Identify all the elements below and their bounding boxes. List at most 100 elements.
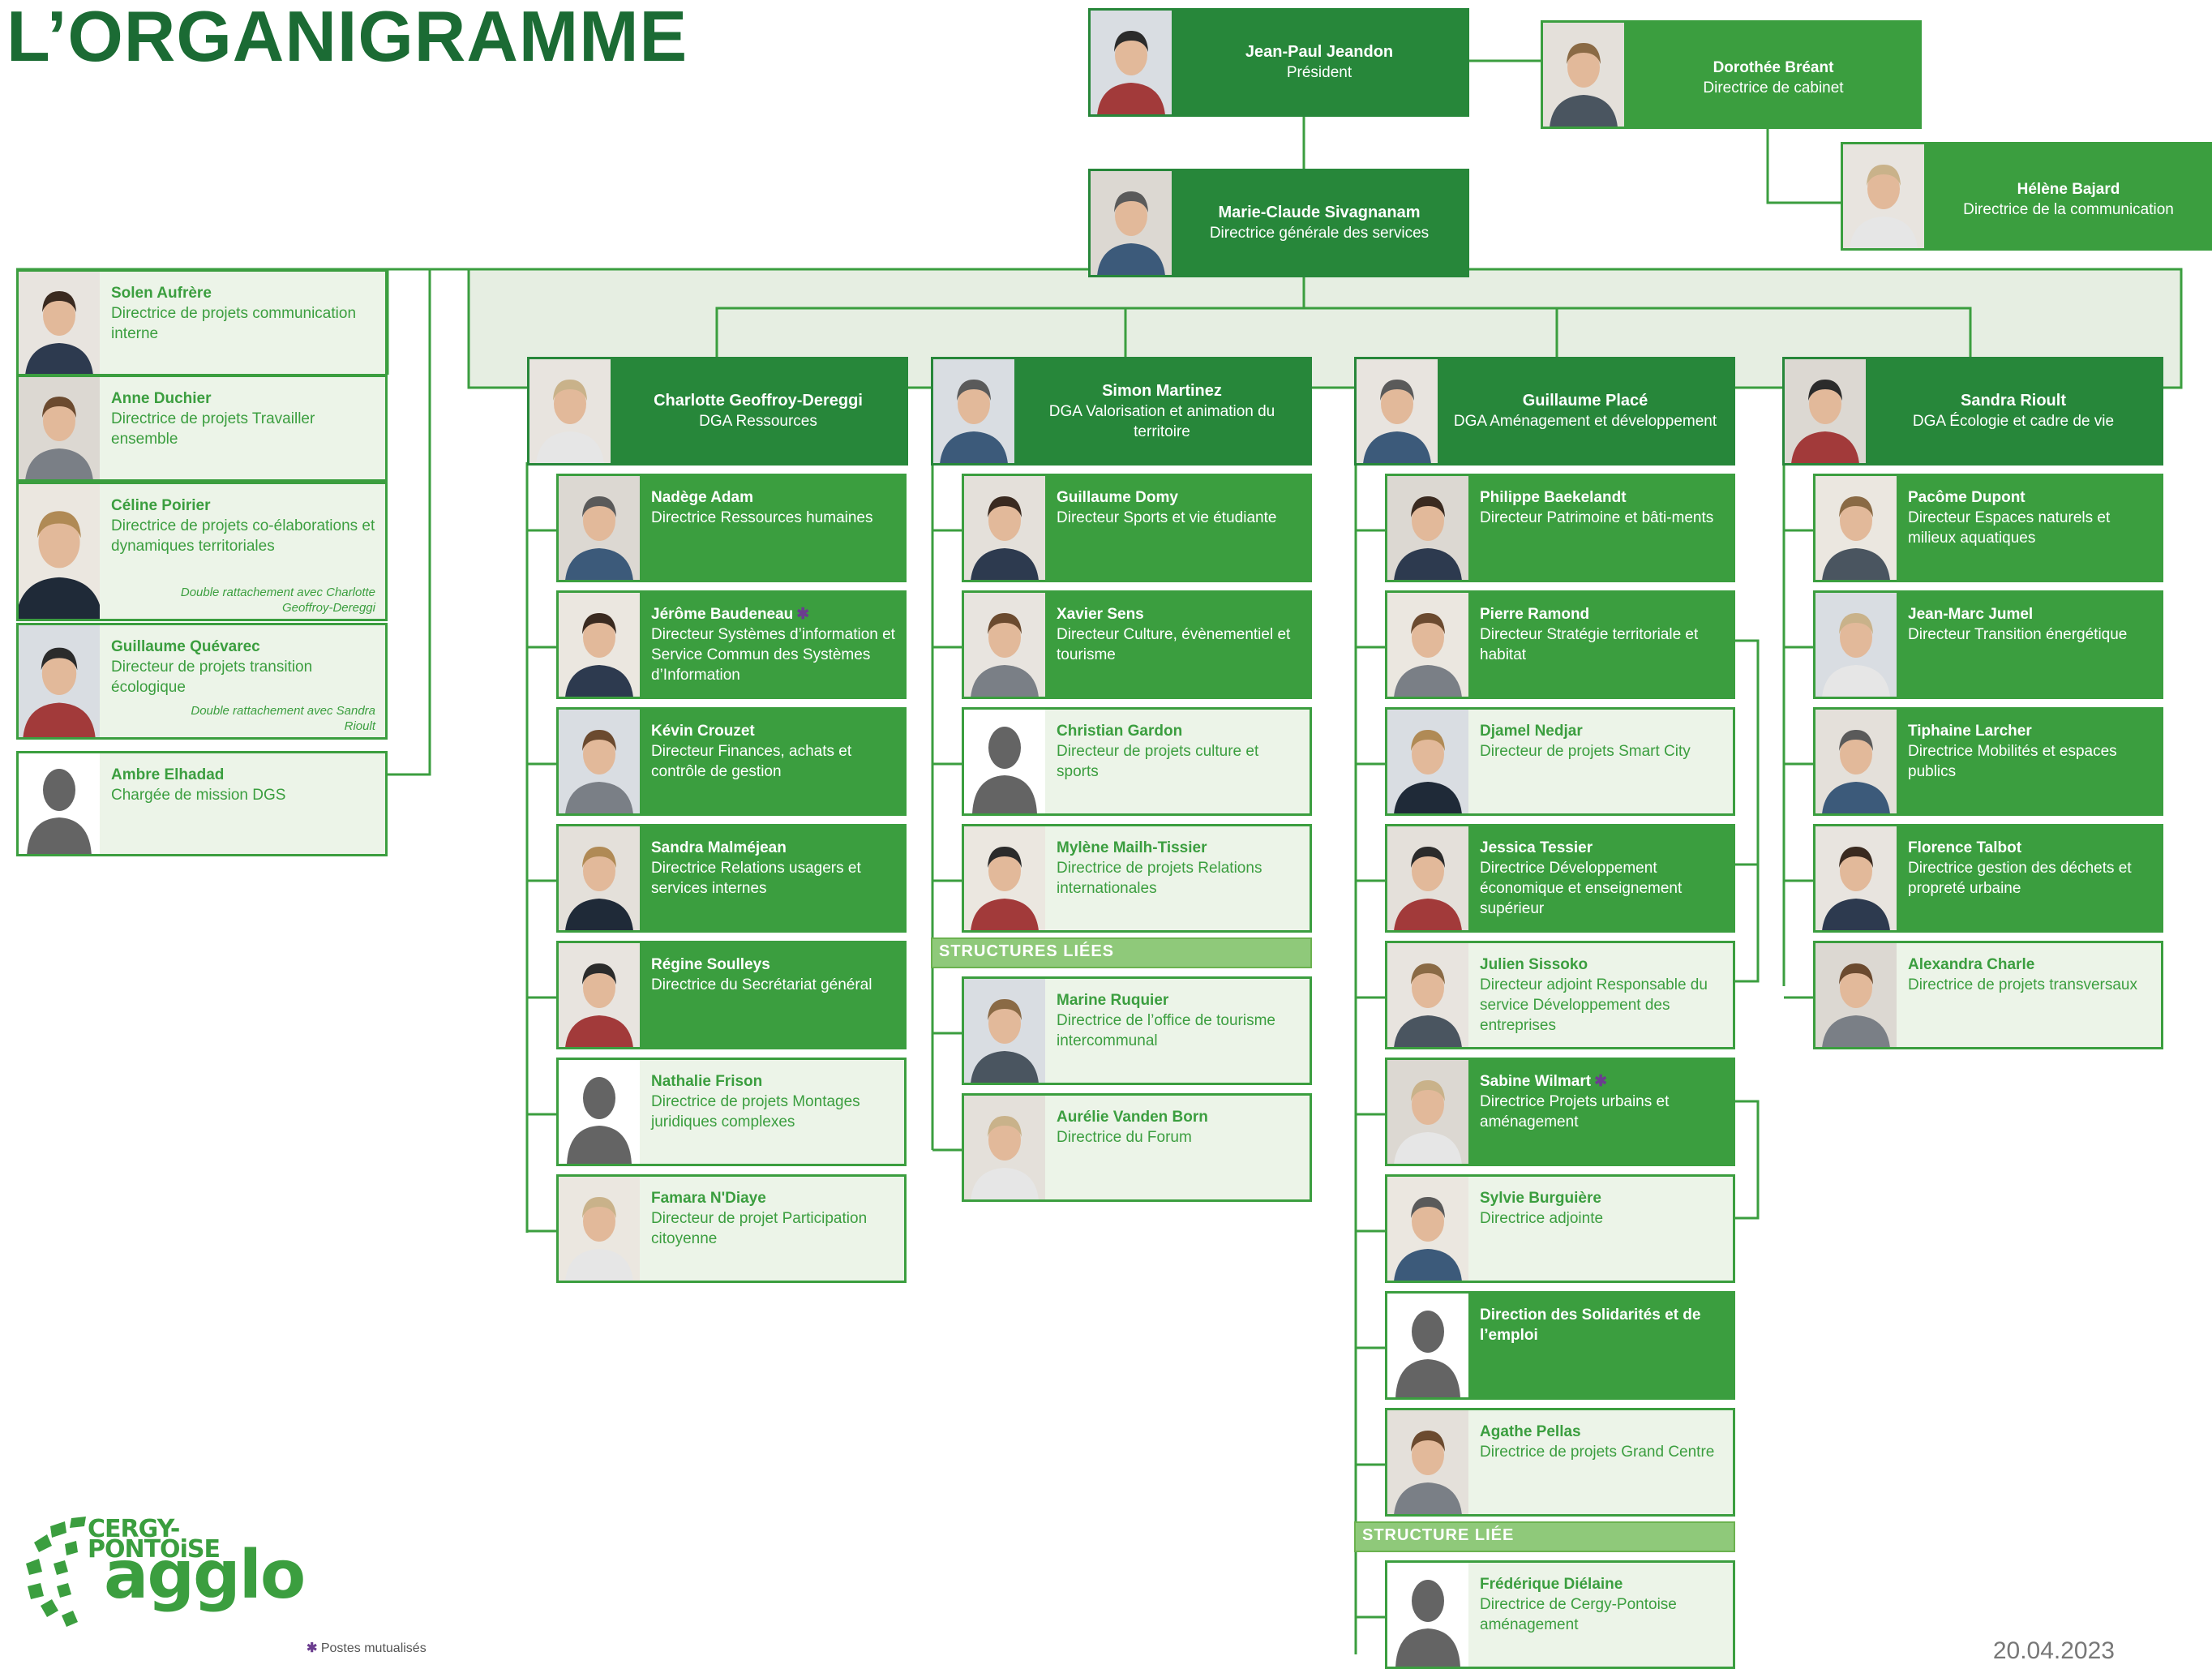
portrait-icon	[1815, 943, 1897, 1047]
card-info: Sabine Wilmart✱Directrice Projets urbain…	[1468, 1060, 1733, 1164]
photo	[1357, 359, 1438, 463]
photo	[559, 710, 640, 813]
portrait-icon	[559, 943, 640, 1047]
person-name: Frédérique Diélaine	[1480, 1576, 1623, 1593]
person-role: Directrice du Forum	[1057, 1129, 1192, 1146]
person-name: Jessica Tessier	[1480, 839, 1593, 856]
photo	[19, 272, 100, 374]
dgs-name: Marie-Claude Sivagnanam	[1218, 204, 1421, 221]
photo	[1815, 943, 1897, 1047]
person-name: Céline Poirier	[111, 497, 211, 514]
footnote: ✱ Postes mutualisés	[307, 1640, 427, 1656]
person-role: Directeur Patrimoine et bâti-ments	[1480, 509, 1714, 526]
photo	[1815, 710, 1897, 813]
photo	[559, 476, 640, 580]
portrait-icon	[1091, 11, 1172, 114]
person-role: DGA Valorisation et animation du territo…	[1048, 402, 1275, 440]
silhouette-icon	[1387, 1563, 1468, 1667]
footnote-star: ✱	[307, 1641, 318, 1655]
person-role: Directeur de projets transition écologiq…	[111, 659, 313, 696]
person-role: Directrice de Cergy-Pontoise aménagement	[1480, 1596, 1677, 1633]
person-role: Directeur de projets Smart City	[1480, 743, 1691, 760]
person-name: Agathe Pellas	[1480, 1423, 1581, 1440]
dgs-role: Directrice générale des services	[1209, 225, 1430, 242]
portrait-icon	[1387, 593, 1468, 697]
photo	[964, 826, 1045, 930]
photo	[964, 1096, 1045, 1199]
card-info: Direction des Solidarités et de l’emploi	[1468, 1294, 1733, 1397]
person-role: Directrice Mobilités et espaces publics	[1908, 743, 2117, 780]
portrait-icon	[559, 593, 640, 697]
person-role: Directrice de projets transversaux	[1908, 976, 2137, 993]
photo	[964, 476, 1045, 580]
photo	[1387, 943, 1468, 1047]
card-info: Jérôme Baudeneau✱Directeur Systèmes d’in…	[640, 593, 904, 697]
person-name: Famara N'Diaye	[651, 1190, 766, 1207]
person-name: Charlotte Geoffroy-Dereggi	[654, 392, 863, 410]
person-name: Anne Duchier	[111, 390, 212, 407]
person-role: Directrice de projets Grand Centre	[1480, 1444, 1715, 1461]
person-role: Directrice Ressources humaines	[651, 509, 873, 526]
person-name: Aurélie Vanden Born	[1057, 1109, 1208, 1126]
person-role: Directeur Systèmes d’information et Serv…	[651, 626, 895, 684]
photo	[1815, 593, 1897, 697]
communication-photo	[1843, 144, 1924, 248]
portrait-icon	[1843, 144, 1924, 248]
photo	[529, 359, 611, 463]
portrait-icon	[1785, 359, 1866, 463]
photo	[559, 593, 640, 697]
photo	[933, 359, 1014, 463]
person-role: DGA Écologie et cadre de vie	[1912, 413, 2115, 430]
person-name: Marine Ruquier	[1057, 992, 1169, 1009]
portrait-icon	[933, 359, 1014, 463]
report-card: Direction des Solidarités et de l’emploi	[1385, 1291, 1735, 1400]
portrait-icon	[1387, 476, 1468, 580]
portrait-icon	[964, 1096, 1045, 1199]
communication-name: Hélène Bajard	[2017, 181, 2120, 198]
mutualized-star-icon: ✱	[1594, 1073, 1608, 1090]
person-name: Tiphaine Larcher	[1908, 723, 2032, 740]
page-title: L’ORGANIGRAMME	[6, 0, 688, 76]
person-name: Pacôme Dupont	[1908, 489, 2026, 506]
person-role: Directeur de projets culture et sports	[1057, 743, 1259, 780]
person-role: Directrice de projets Travailler ensembl…	[111, 410, 315, 448]
portrait-icon	[1543, 23, 1624, 127]
portrait-icon	[1387, 1177, 1468, 1281]
photo	[1387, 826, 1468, 930]
person-name: Jean-Marc Jumel	[1908, 606, 2034, 623]
person-role: Directeur Transition énergétique	[1908, 626, 2128, 643]
portrait-icon	[1387, 943, 1468, 1047]
photo	[19, 753, 100, 854]
portrait-icon	[1091, 171, 1172, 275]
